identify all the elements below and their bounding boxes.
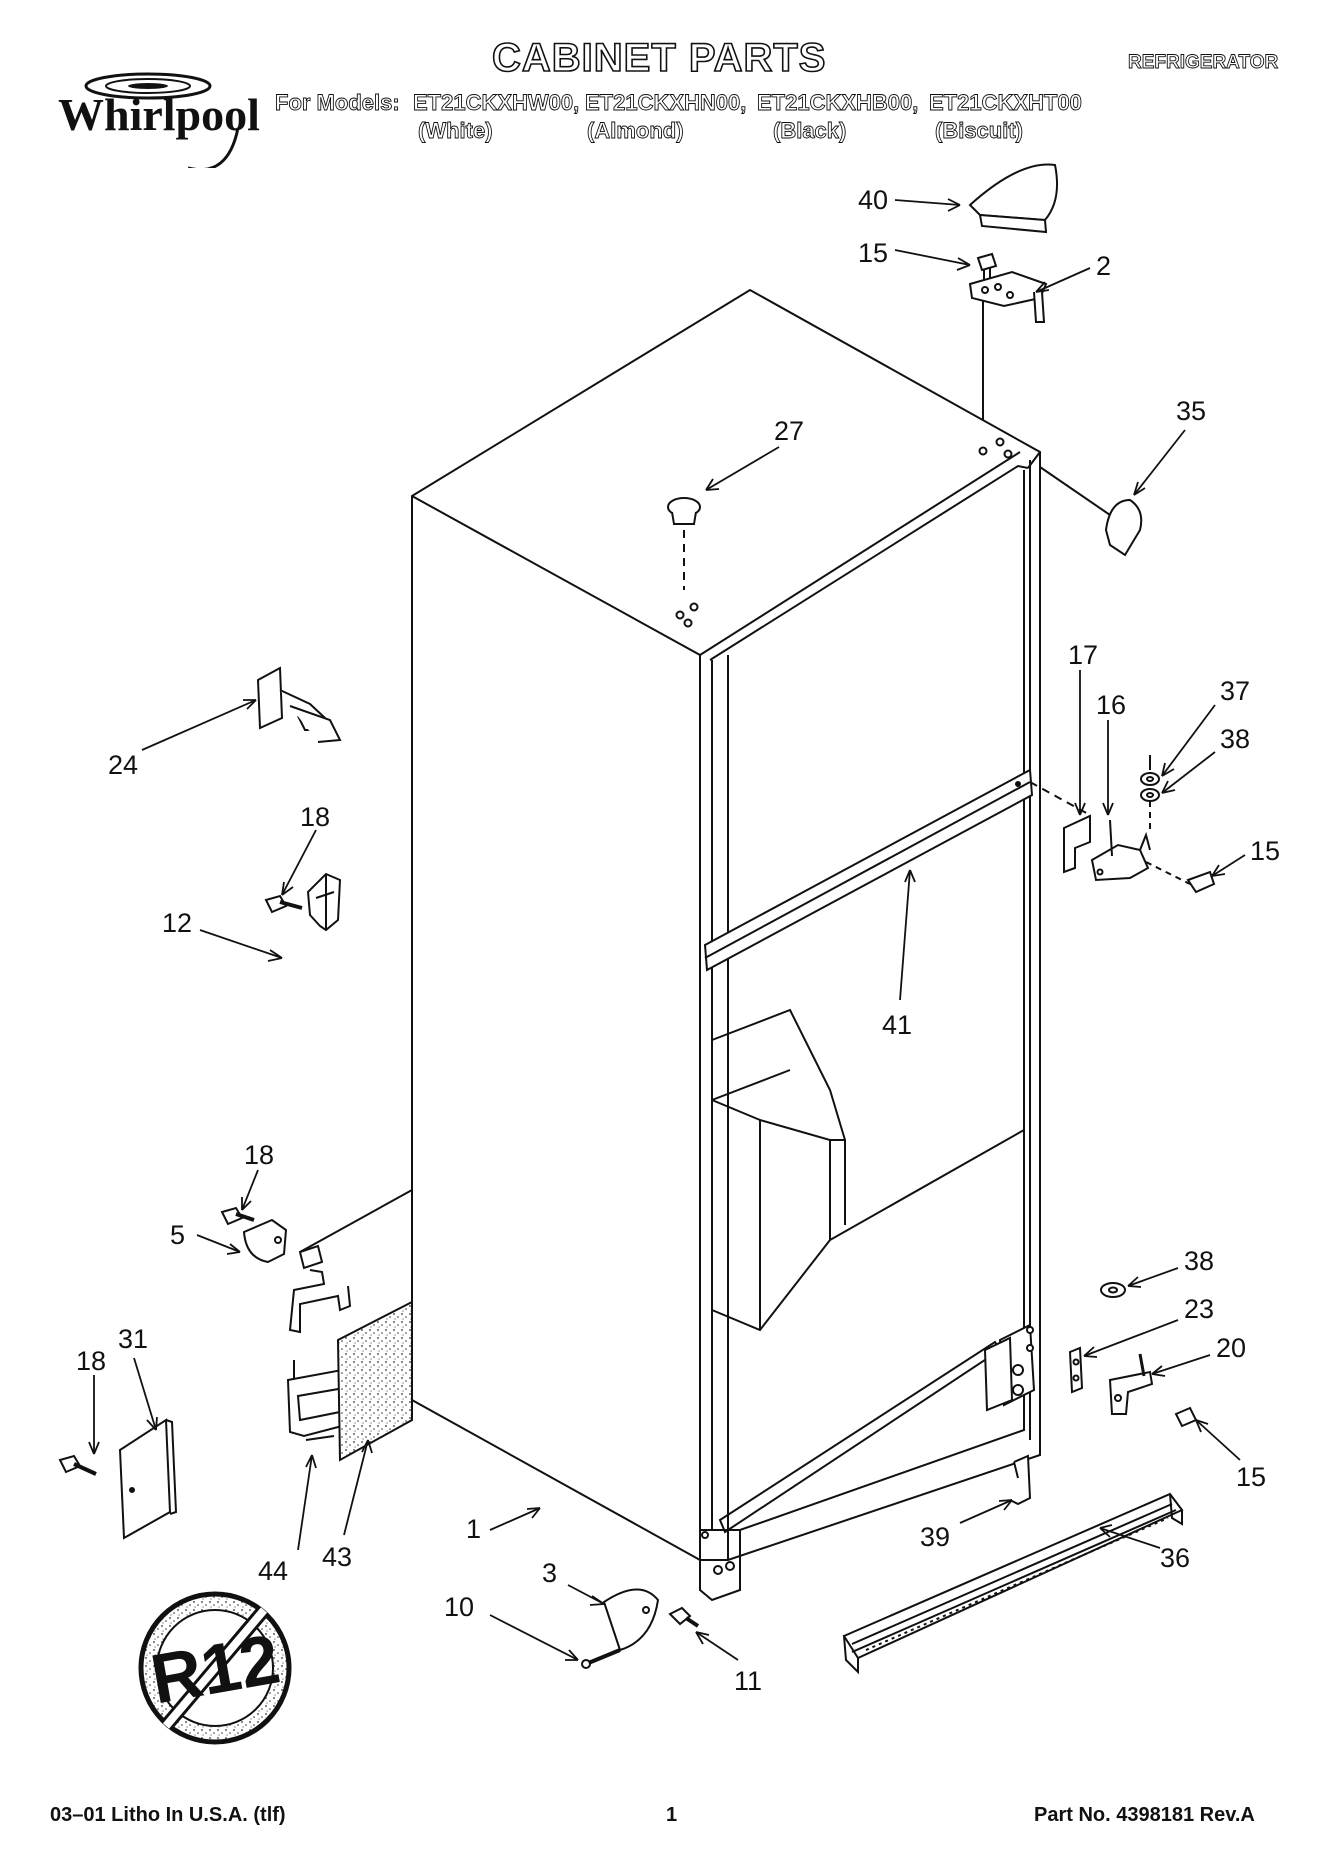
callouts: 40 15 2 35 27 17 16 37 38 15 24 18 12 41… (76, 185, 1280, 1696)
part-35-cap (1039, 466, 1143, 557)
part-12-clip (306, 872, 342, 932)
callout-1: 1 (466, 1514, 481, 1544)
page-title: CABINET PARTS (491, 35, 827, 81)
callout-43: 43 (322, 1542, 352, 1572)
footer-page-number: 1 (666, 1804, 678, 1826)
leader-lines (88, 198, 1246, 1661)
callout-38-upper: 38 (1220, 724, 1250, 754)
callout-2: 2 (1096, 251, 1111, 281)
callout-18-upper: 18 (300, 802, 330, 832)
top-holes (675, 437, 1013, 628)
callout-24: 24 (108, 750, 138, 780)
part-31-cover (118, 1418, 178, 1540)
part-15-screw-right-mid (1145, 861, 1216, 894)
part-24-latch (256, 666, 342, 743)
callout-3: 3 (542, 1558, 557, 1588)
callout-35: 35 (1176, 396, 1206, 426)
model-number-white: ET21CKXHW00, (413, 90, 580, 116)
callout-5: 5 (170, 1220, 185, 1250)
part-23-spacer (1068, 1346, 1084, 1394)
r12-prohibited-symbol (138, 1591, 292, 1745)
part-3-leveler (602, 1588, 660, 1652)
model-number-black: ET21CKXHB00, (757, 90, 919, 116)
callout-36: 36 (1160, 1543, 1190, 1573)
callout-40: 40 (858, 185, 888, 215)
part-27-plug (667, 497, 701, 590)
callout-15-right-mid: 15 (1250, 836, 1280, 866)
part-11-screw (668, 1606, 700, 1628)
callout-31: 31 (118, 1324, 148, 1354)
part-16-hinge (1090, 819, 1151, 882)
model-number-almond: ET21CKXHN00, (585, 90, 747, 116)
color-biscuit: (Biscuit) (935, 118, 1024, 144)
callout-41: 41 (882, 1010, 912, 1040)
part-43-insulation-pad (336, 1300, 413, 1462)
refrigerator-cabinet (411, 288, 1041, 1602)
callout-44: 44 (258, 1556, 288, 1586)
part-38-washer-upper (1140, 788, 1160, 830)
color-almond: (Almond) (587, 118, 684, 144)
callout-12: 12 (162, 908, 192, 938)
part-10-pin (581, 1648, 621, 1669)
callout-15-top: 15 (858, 238, 888, 268)
part-44-bracket (286, 1368, 346, 1438)
callout-27: 27 (774, 416, 804, 446)
color-white: (White) (418, 118, 493, 144)
callout-38-lower: 38 (1184, 1246, 1214, 1276)
part-18-screw-upper-left (264, 894, 303, 914)
part-36-grille (842, 1492, 1184, 1675)
callout-37: 37 (1220, 676, 1250, 706)
part-38-washer-lower (1100, 1282, 1126, 1298)
model-number-biscuit: ET21CKXHT00 (929, 90, 1083, 116)
callout-10: 10 (444, 1592, 474, 1622)
callout-16: 16 (1096, 690, 1126, 720)
part-37-washer (1140, 755, 1160, 786)
footer-litho: 03–01 Litho In U.S.A. (tlf) (50, 1804, 286, 1826)
part-17-bracket (1063, 814, 1091, 874)
models-prefix: For Models: (275, 90, 401, 116)
part-40-hinge-cover (968, 163, 1058, 234)
callout-17: 17 (1068, 640, 1098, 670)
part-41-mullion (703, 768, 1034, 972)
callout-18-lower: 18 (76, 1346, 106, 1376)
callout-15-bottom: 15 (1236, 1462, 1266, 1492)
part-18-screw-bottom-left (58, 1454, 97, 1476)
part-18-screw-lower-left (220, 1206, 255, 1226)
part-5-clamp (242, 1189, 413, 1264)
color-black: (Black) (773, 118, 847, 144)
footer-part-number: Part No. 4398181 Rev.A (1034, 1804, 1255, 1826)
callout-23: 23 (1184, 1294, 1214, 1324)
part-20-bottom-hinge (1108, 1353, 1154, 1415)
part-2-top-hinge (968, 270, 1048, 420)
callout-11: 11 (734, 1666, 762, 1696)
callout-20: 20 (1216, 1333, 1246, 1363)
part-39-clip (1009, 1454, 1032, 1506)
part-15-screw-bottom-right (1174, 1406, 1198, 1428)
brand-name: Whirlpool (58, 89, 260, 140)
callout-39: 39 (920, 1522, 950, 1552)
appliance-category: REFRIGERATOR (1128, 52, 1279, 74)
callout-18-mid: 18 (244, 1140, 274, 1170)
